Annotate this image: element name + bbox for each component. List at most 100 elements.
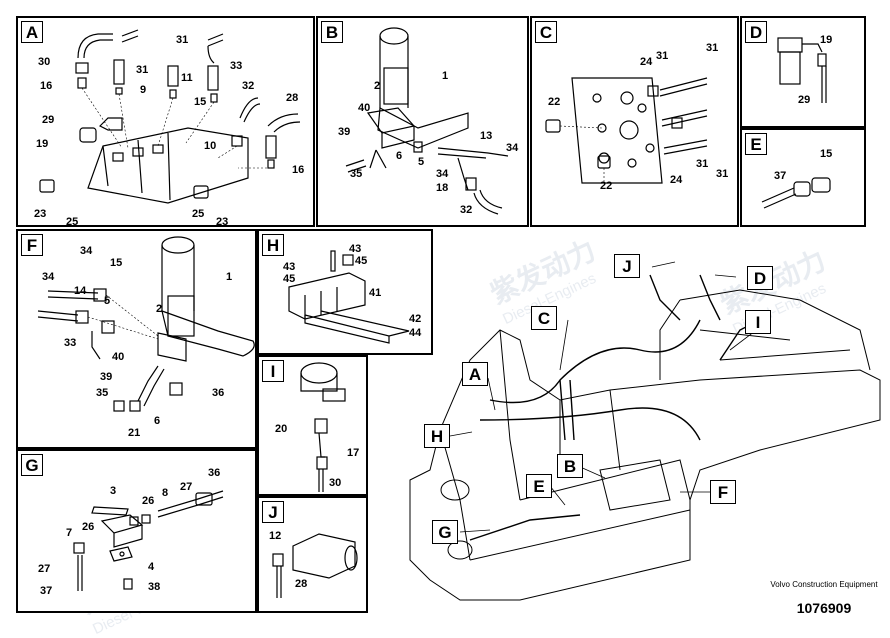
overview-callout-g[interactable]: G: [432, 520, 458, 544]
cylinder-valve-drawing: [345, 27, 509, 215]
callout-number: 5: [418, 156, 425, 168]
callout-number: 31: [136, 64, 149, 76]
panel-label: J: [262, 501, 284, 523]
callout-number: 4: [148, 561, 155, 573]
overview-callout-f[interactable]: F: [710, 480, 736, 504]
callout-number: 26: [82, 521, 95, 533]
callout-number: 2: [156, 303, 163, 315]
panel-label: I: [262, 360, 284, 382]
callout-number: 27: [180, 481, 193, 493]
panel-label: B: [321, 21, 343, 43]
hose-fittings-drawing: [39, 29, 301, 204]
callout-number: 41: [369, 287, 382, 299]
callout-number: 44: [409, 327, 422, 339]
manufacturer-caption: Volvo Construction Equipment: [770, 580, 878, 589]
panel-f: F 34 15 34 14 5 1 2 33 40 39 35 36 21 6: [16, 229, 257, 449]
callout-number: 38: [148, 581, 161, 593]
callout-number: 35: [96, 387, 109, 399]
callout-number: 12: [269, 530, 282, 542]
callout-number: 19: [820, 34, 833, 46]
callout-number: 37: [774, 170, 787, 182]
callout-number: 33: [230, 60, 243, 72]
overview-callout-h[interactable]: H: [424, 424, 450, 448]
part-number: 1076909: [796, 600, 852, 616]
callout-number: 33: [64, 337, 77, 349]
callout-number: 27: [38, 563, 51, 575]
callout-number: 24: [670, 174, 683, 186]
ball-valve-drawing: [73, 490, 224, 591]
callout-number: 45: [283, 273, 296, 285]
callout-number: 36: [208, 467, 221, 479]
callout-number: 39: [338, 126, 351, 138]
overview-callout-j[interactable]: J: [614, 254, 640, 278]
callout-number: 15: [194, 96, 207, 108]
panel-d: D 19 29: [740, 16, 866, 128]
callout-number: 1: [226, 271, 233, 283]
callout-number: 35: [350, 168, 363, 180]
callout-number: 31: [716, 168, 729, 180]
callout-number: 2: [374, 80, 381, 92]
bulkhead-plate-drawing: [545, 77, 708, 184]
panel-g: G 3 36 8 27 26 7 26 27 4 37 38: [16, 449, 257, 613]
filter-fitting-drawing: [777, 37, 827, 103]
callout-number: 15: [820, 148, 833, 160]
callout-number: 14: [74, 285, 87, 297]
callout-number: 6: [396, 150, 403, 162]
callout-number: 34: [80, 245, 93, 257]
panel-h: H 43 43 45 45 41 42 44: [257, 229, 433, 355]
panel-i: I 20 17 30: [257, 355, 368, 496]
callout-number: 31: [706, 42, 719, 54]
callout-number: 11: [181, 72, 193, 84]
callout-number: 34: [436, 168, 449, 180]
callout-number: 8: [162, 487, 169, 499]
callout-number: 45: [355, 255, 368, 267]
callout-number: 5: [104, 295, 111, 307]
panel-a: A 30 31 31 33 16 9 11 15 32 28 29 19: [16, 16, 315, 228]
callout-number: 43: [283, 261, 296, 273]
callout-number: 28: [295, 578, 308, 590]
panel-label: F: [21, 234, 43, 256]
callout-number: 20: [275, 423, 288, 435]
overview-callout-d[interactable]: D: [747, 266, 773, 290]
callout-number: 30: [38, 56, 51, 68]
callout-number: 24: [640, 56, 653, 68]
callout-number: 18: [436, 182, 449, 194]
callout-number: 31: [656, 50, 669, 62]
panel-label: D: [745, 21, 767, 43]
panel-b: B 1 2 40 39 6 5 34 13 34 35 18 32: [316, 16, 529, 227]
callout-number: 37: [40, 585, 53, 597]
overview-callout-c[interactable]: C: [531, 306, 557, 330]
callout-number: 10: [204, 140, 217, 152]
callout-number: 43: [349, 243, 362, 255]
callout-number: 19: [36, 138, 49, 150]
callout-number: 13: [480, 130, 493, 142]
callout-number: 40: [358, 102, 371, 114]
callout-number: 29: [42, 114, 55, 126]
overview-callout-i[interactable]: I: [745, 310, 771, 334]
callout-number: 28: [286, 92, 299, 104]
cylinder-hose-drawing: [37, 236, 255, 412]
panel-c: C 31 24 31 22 22 31 24 31: [530, 16, 739, 227]
callout-number: 17: [347, 447, 360, 459]
callout-number: 16: [292, 164, 305, 176]
callout-number: 23: [216, 216, 229, 228]
callout-number: 22: [548, 96, 561, 108]
valve-block-drawing: [288, 250, 410, 344]
overview-callout-b[interactable]: B: [557, 454, 583, 478]
callout-number: 25: [66, 216, 79, 228]
panel-label: G: [21, 454, 43, 476]
overview-callout-a[interactable]: A: [462, 362, 488, 386]
callout-number: 26: [142, 495, 155, 507]
callout-number: 29: [798, 94, 811, 106]
callout-number: 42: [409, 313, 422, 325]
panel-label: A: [21, 21, 43, 43]
callout-number: 32: [460, 204, 473, 216]
callout-number: 32: [242, 80, 255, 92]
callout-number: 25: [192, 208, 205, 220]
overview-callout-e[interactable]: E: [526, 474, 552, 498]
panel-j: J 12 28: [257, 496, 368, 613]
callout-number: 9: [140, 84, 147, 96]
callout-number: 23: [34, 208, 47, 220]
panel-e: E 15 37: [740, 128, 866, 227]
